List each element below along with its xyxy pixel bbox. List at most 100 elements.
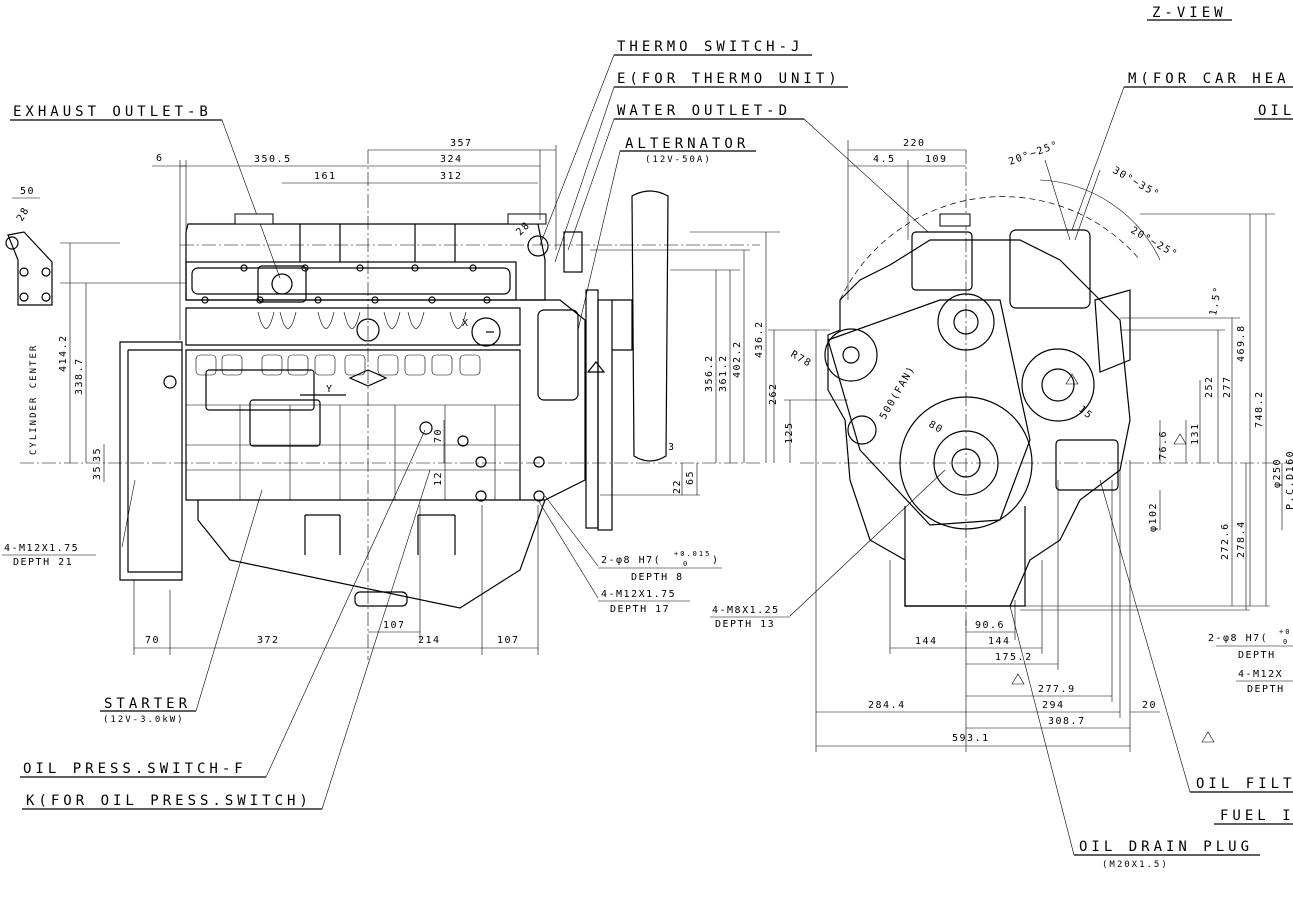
dim-107-a: 107 (383, 620, 406, 631)
dim-125: 125 (784, 421, 795, 444)
dim-109: 109 (925, 154, 948, 165)
dim-361-2: 361.2 (718, 354, 729, 392)
z-view-title: Z-VIEW (1152, 5, 1227, 21)
mounting-bracket (5, 231, 53, 306)
note-pin-tol-lower: 0 (683, 560, 689, 568)
dim-284-4: 284.4 (868, 700, 906, 711)
dim-593-1: 593.1 (952, 733, 990, 744)
callout-labels: THERMO SWITCH-J E(FOR THERMO UNIT) WATER… (10, 39, 1293, 870)
dim-220: 220 (903, 138, 926, 149)
dim-phi250: φ250 (1272, 458, 1283, 488)
oil-press-switch-label: OIL PRESS.SWITCH-F (23, 761, 247, 777)
dim-50: 50 (20, 186, 35, 197)
dim-294: 294 (1042, 700, 1065, 711)
angle-30-35: 30°~35° (1111, 165, 1162, 201)
note-pin-hole: 2-φ8 H7( (601, 555, 661, 566)
note-tol-right-lower: 0 (1283, 638, 1289, 646)
car-heater-label: M(FOR CAR HEA (1128, 71, 1290, 87)
dim-65: 65 (685, 470, 696, 485)
note-m12-right: 4-M12X (1238, 669, 1283, 680)
angle-1-5: 1.5° (1208, 285, 1224, 317)
note-pin-tol-upper: +0.015 (674, 550, 711, 558)
alternator-spec: (12V-50A) (645, 155, 712, 165)
oil-drain-spec: (M20X1.5) (1102, 860, 1169, 870)
fuel-label: FUEL I (1220, 808, 1293, 824)
dim-308-7: 308.7 (1048, 716, 1086, 727)
dim-436-2: 436.2 (754, 320, 765, 358)
note-m8: 4-M8X1.25 (712, 605, 780, 616)
dim-277-9: 277.9 (1038, 684, 1076, 695)
oil-filter-label: OIL FILT (1196, 776, 1293, 792)
dim-312: 312 (440, 171, 463, 182)
dim-350-5: 350.5 (254, 154, 292, 165)
dim-161: 161 (314, 171, 337, 182)
note-depth17: DEPTH 17 (610, 604, 670, 615)
dim-70: 70 (145, 635, 160, 646)
note-m12-left: 4-M12X1.75 (4, 543, 79, 554)
dim-748-2: 748.2 (1254, 390, 1265, 428)
dim-76-6: 76.6 (1158, 430, 1169, 460)
notes: 4-M12X1.75 DEPTH 21 2-φ8 H7( +0.015 0 ) … (2, 543, 1293, 695)
exhaust-outlet-label: EXHAUST OUTLET-B (13, 104, 212, 120)
dim-15: 15 (1076, 404, 1095, 422)
thermo-switch-label: THERMO SWITCH-J (617, 39, 803, 55)
note-depth-right: DEPTH (1238, 650, 1276, 661)
thermo-unit-label: E(FOR THERMO UNIT) (617, 71, 841, 87)
alternator-label: ALTERNATOR (625, 136, 749, 152)
dim-131: 131 (1190, 422, 1201, 445)
dim-r78: R78 (789, 349, 814, 370)
dim-28: 28 (15, 205, 32, 224)
fan-label: 500(FAN) (878, 364, 918, 422)
dim-338-7: 338.7 (74, 357, 85, 395)
dim-6: 6 (156, 153, 164, 164)
dim-324: 324 (440, 154, 463, 165)
dim-469-8: 469.8 (1236, 324, 1247, 362)
dim-pcd160: P.C.D160 (1285, 450, 1293, 510)
dim-175-2: 175.2 (995, 652, 1033, 663)
dim-20: 20 (1142, 700, 1157, 711)
starter-spec: (12V-3.0kW) (103, 715, 185, 725)
dim-272-6: 272.6 (1220, 522, 1231, 560)
dim-402-2: 402.2 (732, 340, 743, 378)
note-pin-close: ) (712, 555, 720, 566)
dim-22: 22 (672, 479, 683, 494)
dim-90-6: 90.6 (975, 620, 1005, 631)
x-mark: X (462, 318, 470, 329)
note-depth13: DEPTH 13 (715, 619, 775, 630)
dim-12: 12 (433, 471, 444, 486)
note-m12-mid: 4-M12X1.75 (601, 589, 676, 600)
dim-214: 214 (418, 635, 441, 646)
side-view: CYLINDER CENTER X (5, 150, 760, 660)
dim-262: 262 (768, 382, 779, 405)
dim-357: 357 (450, 138, 473, 149)
dim-252: 252 (1204, 375, 1215, 398)
water-outlet-label: WATER OUTLET-D (617, 103, 791, 119)
dim-4-5: 4.5 (873, 154, 896, 165)
dim-356-2: 356.2 (704, 354, 715, 392)
dim-107-b: 107 (497, 635, 520, 646)
dim-372: 372 (257, 635, 280, 646)
dim-35-b: 35 (92, 465, 103, 480)
note-pin-hole-right: 2-φ8 H7( (1208, 633, 1268, 644)
cylinder-center-label: CYLINDER CENTER (29, 344, 39, 455)
note-tol-right-upper: +0 (1279, 628, 1291, 636)
dim-phi102: φ102 (1148, 502, 1159, 532)
dim-144-a: 144 (915, 636, 938, 647)
k-oil-press-label: K(FOR OIL PRESS.SWITCH) (26, 793, 312, 809)
dim-144-b: 144 (988, 636, 1011, 647)
angle-20-25-a: 20°~25° (1007, 139, 1060, 167)
leader-lines (121, 54, 1191, 856)
dim-277: 277 (1222, 375, 1233, 398)
dim-70-vertical: 70 (433, 428, 444, 443)
note-depth8: DEPTH 8 (631, 572, 684, 583)
dim-278-4: 278.4 (1236, 520, 1247, 558)
y-mark: Y (326, 384, 334, 395)
oil-drain-plug-label: OIL DRAIN PLUG (1079, 839, 1253, 855)
starter-label: STARTER (104, 696, 191, 712)
dim-r80: 80 (927, 419, 946, 436)
note-depth-right2: DEPTH (1247, 684, 1285, 695)
side-view-dimensions: 357 6 350.5 324 161 312 50 28 28 414.2 3… (12, 138, 780, 655)
dim-414-2: 414.2 (58, 334, 69, 372)
dim-35-a: 35 (92, 447, 103, 462)
